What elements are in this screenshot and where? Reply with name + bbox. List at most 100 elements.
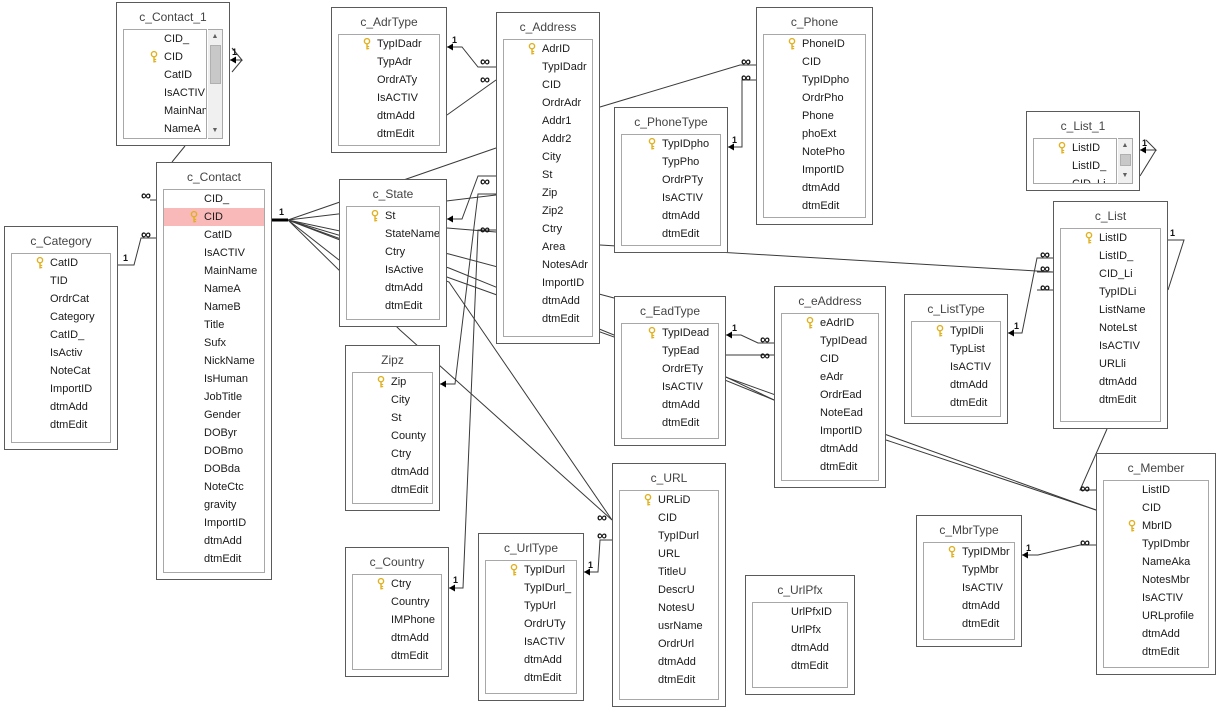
field-row[interactable]: City	[504, 148, 592, 166]
field-row[interactable]: CID	[782, 350, 878, 368]
field-row[interactable]: dtmEdit	[486, 669, 576, 687]
scroll-up-arrow-icon[interactable]: ▲	[211, 33, 219, 40]
field-row[interactable]: dtmAdd	[353, 463, 432, 481]
field-row[interactable]: IsACTIV	[164, 244, 264, 262]
field-row[interactable]: dtmEdit	[622, 225, 720, 243]
table-title[interactable]: c_UrlPfx	[777, 583, 823, 597]
field-row[interactable]: CID_	[124, 30, 206, 48]
scroll-thumb[interactable]	[1120, 154, 1131, 166]
table-title[interactable]: c_Address	[519, 20, 577, 34]
field-row[interactable]: TypIDmbr	[1104, 535, 1208, 553]
field-row[interactable]: ImportID	[782, 422, 878, 440]
field-row[interactable]: dtmAdd	[620, 653, 718, 671]
field-row[interactable]: IsACTIV	[1061, 337, 1160, 355]
table-title[interactable]: c_Member	[1127, 461, 1185, 475]
field-row[interactable]: dtmEdit	[353, 647, 441, 665]
field-row[interactable]: eAdr	[782, 368, 878, 386]
field-row[interactable]: ImportID	[764, 161, 865, 179]
field-row[interactable]: TypEad	[622, 342, 718, 360]
field-row[interactable]: Zip	[504, 184, 592, 202]
field-row[interactable]: OrdrAdr	[504, 94, 592, 112]
scroll-thumb[interactable]	[210, 45, 221, 84]
field-row[interactable]: dtmEdit	[753, 657, 847, 675]
field-row[interactable]: NameA	[124, 120, 206, 138]
field-row[interactable]: ListID	[1104, 481, 1208, 499]
field-row[interactable]: St	[504, 166, 592, 184]
field-row[interactable]: CatID	[12, 254, 110, 272]
field-row[interactable]: DescrU	[620, 581, 718, 599]
field-row[interactable]: ListName	[1061, 301, 1160, 319]
field-row[interactable]: CatID	[164, 226, 264, 244]
field-row[interactable]: StateName	[347, 225, 439, 243]
field-row[interactable]: dtmAdd	[347, 279, 439, 297]
field-row[interactable]: OrdrETy	[622, 360, 718, 378]
field-row[interactable]: Gender	[164, 406, 264, 424]
field-row[interactable]: dtmAdd	[764, 179, 865, 197]
scroll-down-arrow-icon[interactable]: ▼	[1121, 172, 1129, 179]
table-title[interactable]: c_Category	[30, 234, 92, 248]
field-row[interactable]: CID_Li	[1034, 175, 1116, 183]
field-row[interactable]: NameAka	[1104, 553, 1208, 571]
field-row[interactable]: dtmAdd	[353, 629, 441, 647]
field-row[interactable]: MbrID	[1104, 517, 1208, 535]
field-row[interactable]: dtmEdit	[1104, 643, 1208, 661]
field-row[interactable]: dtmAdd	[753, 639, 847, 657]
field-row[interactable]: TypIDadr	[504, 58, 592, 76]
field-row[interactable]: DOBmo	[164, 442, 264, 460]
field-row[interactable]: ListID	[1034, 139, 1116, 157]
field-row[interactable]: Phone	[764, 107, 865, 125]
field-row[interactable]: IsACTIV	[486, 633, 576, 651]
field-row[interactable]: Ctry	[353, 575, 441, 593]
field-row[interactable]: dtmAdd	[782, 440, 878, 458]
field-row[interactable]: phoExt	[764, 125, 865, 143]
field-row[interactable]: TypIDead	[782, 332, 878, 350]
field-row[interactable]: URL	[620, 545, 718, 563]
field-row[interactable]: IsACTIV	[912, 358, 1000, 376]
table-title[interactable]: c_eAddress	[798, 294, 862, 308]
field-row[interactable]: dtmAdd	[339, 107, 439, 125]
field-row[interactable]: TypIDLi	[1061, 283, 1160, 301]
field-row[interactable]: TypList	[912, 340, 1000, 358]
field-row[interactable]: OrdrUrl	[620, 635, 718, 653]
field-row[interactable]: UrlPfxID	[753, 603, 847, 621]
field-row[interactable]: City	[353, 391, 432, 409]
field-row[interactable]: MainNam	[124, 102, 206, 120]
field-row[interactable]: CatID_	[12, 326, 110, 344]
field-row[interactable]: CID	[504, 76, 592, 94]
field-row[interactable]: NotesAdr	[504, 256, 592, 274]
field-row[interactable]: OrdrCat	[12, 290, 110, 308]
field-row[interactable]: TypIDurl	[486, 561, 576, 579]
field-row[interactable]: CID	[620, 509, 718, 527]
field-row[interactable]: CID	[1104, 499, 1208, 517]
field-row[interactable]: NotePho	[764, 143, 865, 161]
field-row[interactable]: dtmAdd	[924, 597, 1014, 615]
field-row[interactable]: TypAdr	[339, 53, 439, 71]
field-row[interactable]: ListID_	[1034, 157, 1116, 175]
field-row[interactable]: dtmEdit	[924, 615, 1014, 633]
field-row[interactable]: Ctry	[347, 243, 439, 261]
table-title[interactable]: Zipz	[381, 353, 404, 367]
field-row[interactable]: ImportID	[12, 380, 110, 398]
field-row[interactable]: Zip	[353, 373, 432, 391]
field-row[interactable]: dtmEdit	[1061, 391, 1160, 409]
scroll-up-arrow-icon[interactable]: ▲	[1121, 142, 1129, 149]
field-row[interactable]: JobTitle	[164, 388, 264, 406]
field-row[interactable]: dtmAdd	[1061, 373, 1160, 391]
